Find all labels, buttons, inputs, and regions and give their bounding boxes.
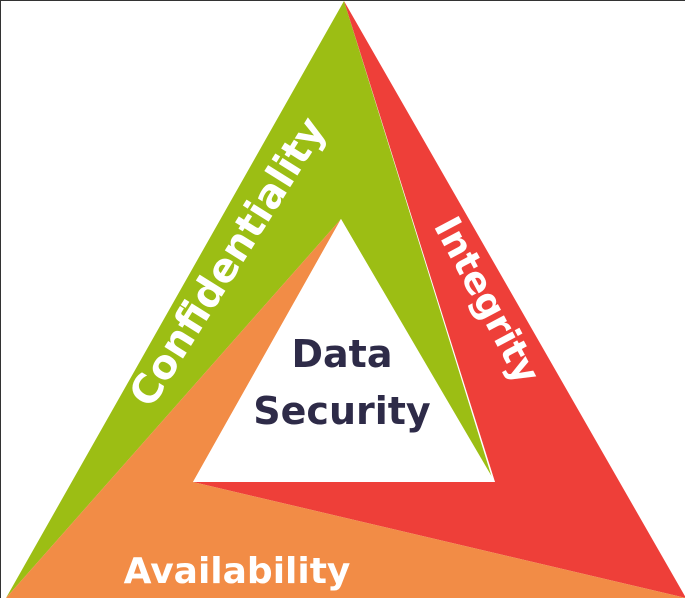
segment-integrity (193, 1, 685, 598)
segment-availability (6, 219, 685, 598)
center-title-line1: Data (292, 332, 393, 376)
center-title-line2: Security (253, 389, 431, 433)
segment-confidentiality (6, 1, 493, 598)
label-availability: Availability (124, 551, 351, 592)
center-triangle (193, 219, 495, 482)
